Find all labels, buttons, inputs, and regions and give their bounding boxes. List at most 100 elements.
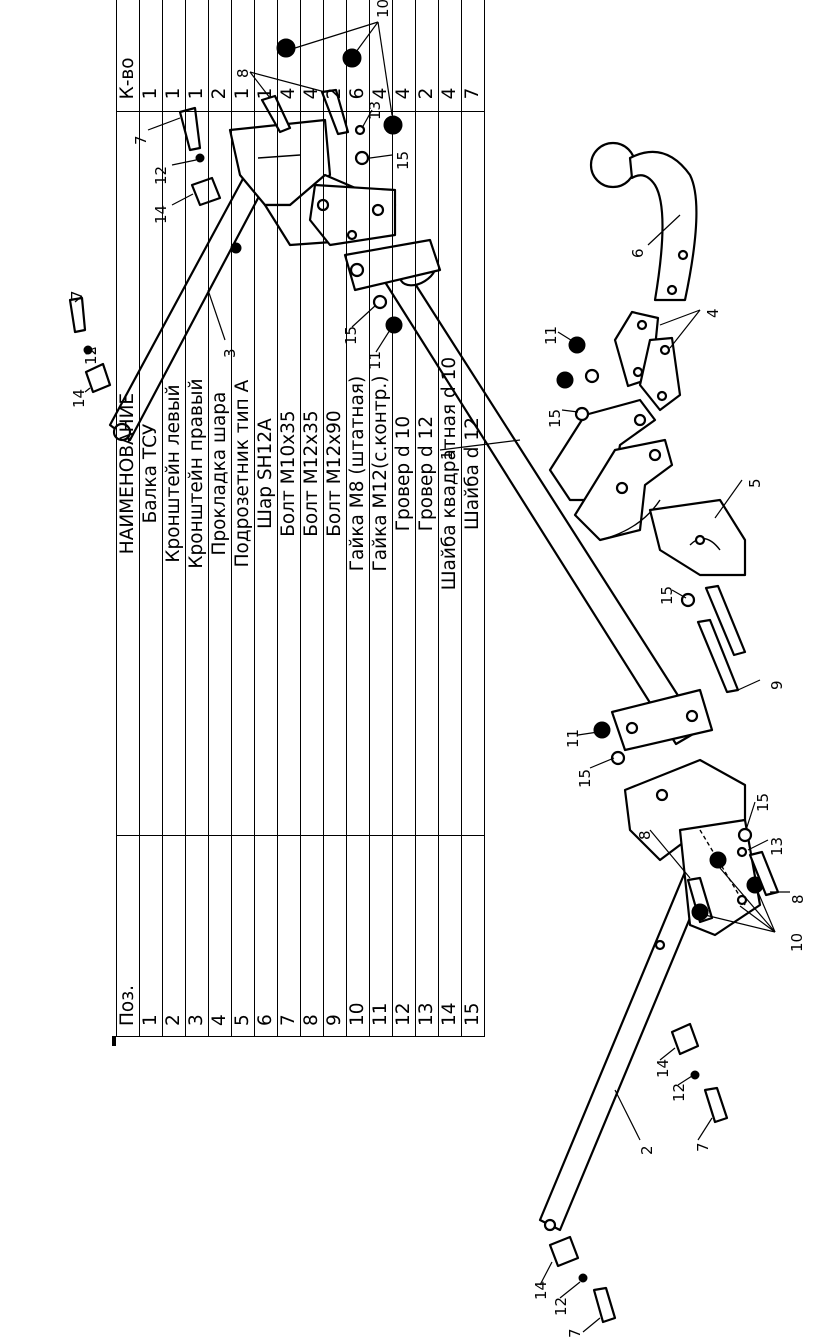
callout-8: 8 (789, 894, 807, 904)
cell-name: Болт М12х90 (323, 111, 347, 836)
parts-table-header: Поз. НАИМЕНОВАНИЕ К-во (116, 0, 140, 1037)
cell-qty: 7 (461, 0, 485, 112)
callout-labels: 10 8 13 15 7 12 14 7 12 14 3 15 11 1 11 … (68, 0, 807, 1338)
cell-pos: 12 (392, 835, 416, 1037)
callout-3: 3 (221, 348, 239, 358)
callout-15: 15 (754, 793, 772, 812)
cell-name: Гровер d 10 (392, 111, 416, 836)
callout-8: 8 (234, 68, 252, 78)
cell-pos: 5 (231, 835, 255, 1037)
callout-11: 11 (564, 729, 582, 748)
callout-7: 7 (566, 1328, 584, 1338)
part-3-right-bracket (108, 118, 397, 442)
callout-15: 15 (576, 769, 594, 788)
header-name: НАИМЕНОВАНИЕ (116, 111, 140, 836)
cell-name: Кронштейн левый (162, 111, 186, 836)
cell-pos: 10 (346, 835, 370, 1037)
cell-name: Подрозетник тип А (231, 111, 255, 836)
part-4-ball-spacers (613, 310, 682, 412)
cell-pos: 14 (438, 835, 462, 1037)
cell-name: Гайка М8 (штатная) (346, 111, 370, 836)
cell-qty: 4 (277, 0, 301, 112)
cell-qty: 4 (369, 0, 393, 112)
cell-pos: 6 (254, 835, 278, 1037)
cell-name: Прокладка шара (208, 111, 232, 836)
cell-qty: 4 (438, 0, 462, 112)
callout-4: 4 (704, 308, 722, 318)
cell-name: Гайка М12(с.контр.) (369, 111, 393, 836)
cell-pos: 15 (461, 835, 485, 1037)
callout-13: 13 (366, 101, 384, 120)
leader-lines (74, 21, 790, 1333)
callout-12: 12 (82, 346, 100, 365)
header-pos: Поз. (116, 835, 140, 1037)
callout-15: 15 (658, 586, 676, 605)
part-1-main-beam (343, 238, 714, 752)
cell-qty: 1 (162, 0, 186, 112)
cell-name: Болт М10х35 (277, 111, 301, 836)
callout-9: 9 (768, 680, 786, 690)
corner-mark (112, 1036, 116, 1046)
header-qty: К-во (116, 0, 140, 112)
cell-qty: 2 (208, 0, 232, 112)
callout-7: 7 (132, 135, 150, 145)
cell-name: Шар SH12A (254, 111, 278, 836)
callout-10: 10 (374, 0, 392, 18)
callout-7: 7 (694, 1142, 712, 1152)
part-6-tow-ball (589, 141, 698, 302)
cell-qty: 6 (346, 0, 370, 112)
cell-qty: 4 (300, 0, 324, 112)
callout-5: 5 (746, 478, 764, 488)
cell-qty: 4 (392, 0, 416, 112)
cell-name: Балка ТСУ (139, 111, 163, 836)
cell-name: Шайба d 12 (461, 111, 485, 836)
callout-14: 14 (532, 1281, 550, 1300)
cell-pos: 3 (185, 835, 209, 1037)
cell-name: Гровер d 12 (415, 111, 439, 836)
callout-6: 6 (629, 248, 647, 258)
cell-pos: 9 (323, 835, 347, 1037)
cell-pos: 7 (277, 835, 301, 1037)
callout-12: 12 (552, 1297, 570, 1316)
cell-pos: 1 (139, 835, 163, 1037)
cell-qty: 2 (415, 0, 439, 112)
cell-qty: 1 (185, 0, 209, 112)
callout-15: 15 (394, 151, 412, 170)
cell-qty: 2 (323, 0, 347, 112)
callout-14: 14 (70, 389, 88, 408)
callout-11: 11 (542, 326, 560, 345)
fasteners (68, 38, 780, 1324)
part-5-socket-plate (648, 498, 747, 577)
callout-13: 13 (768, 837, 786, 856)
callout-1: 1 (438, 450, 456, 460)
cell-pos: 4 (208, 835, 232, 1037)
callout-15: 15 (342, 326, 360, 345)
callout-10: 10 (788, 933, 806, 952)
callout-8: 8 (636, 830, 654, 840)
cell-name: Кронштейн правый (185, 111, 209, 836)
cell-qty: 1 (231, 0, 255, 112)
callout-11: 11 (366, 351, 384, 370)
cell-pos: 2 (162, 835, 186, 1037)
callout-14: 14 (654, 1059, 672, 1078)
callout-7: 7 (68, 290, 86, 300)
cell-name: Болт М12х35 (300, 111, 324, 836)
cell-pos: 8 (300, 835, 324, 1037)
